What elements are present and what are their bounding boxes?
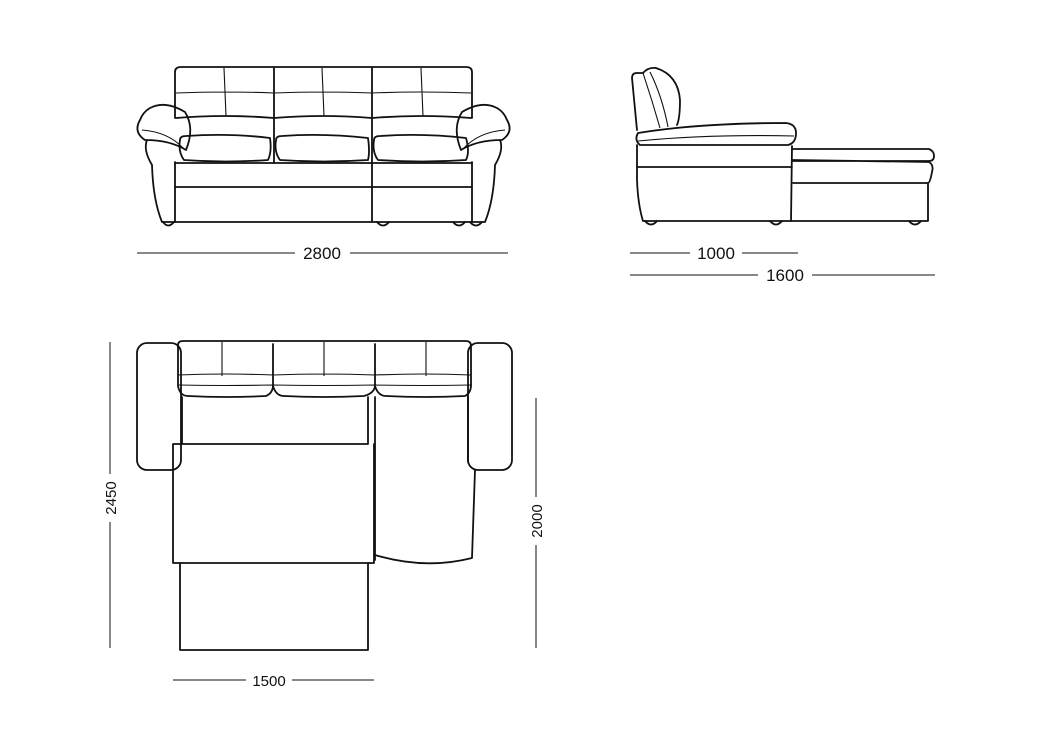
dimension-label: 1600 <box>766 266 804 285</box>
dimension-label: 2450 <box>103 481 120 514</box>
dimension-label: 1500 <box>252 673 285 690</box>
dimension-plan-bed-width: 1500 <box>173 673 374 690</box>
dimension-front-width: 2800 <box>137 244 508 263</box>
side-view <box>631 66 935 226</box>
plan-view <box>136 340 513 651</box>
dimension-label: 2800 <box>303 244 341 263</box>
dimension-plan-chaise: 2000 <box>529 398 546 648</box>
dimension-label: 1000 <box>697 244 735 263</box>
dimension-side-chaise-depth: 1600 <box>630 266 935 285</box>
dimension-label: 2000 <box>529 504 546 537</box>
dimension-plan-depth: 2450 <box>103 342 120 648</box>
dimension-side-depth: 1000 <box>630 244 798 263</box>
front-view <box>136 66 511 227</box>
